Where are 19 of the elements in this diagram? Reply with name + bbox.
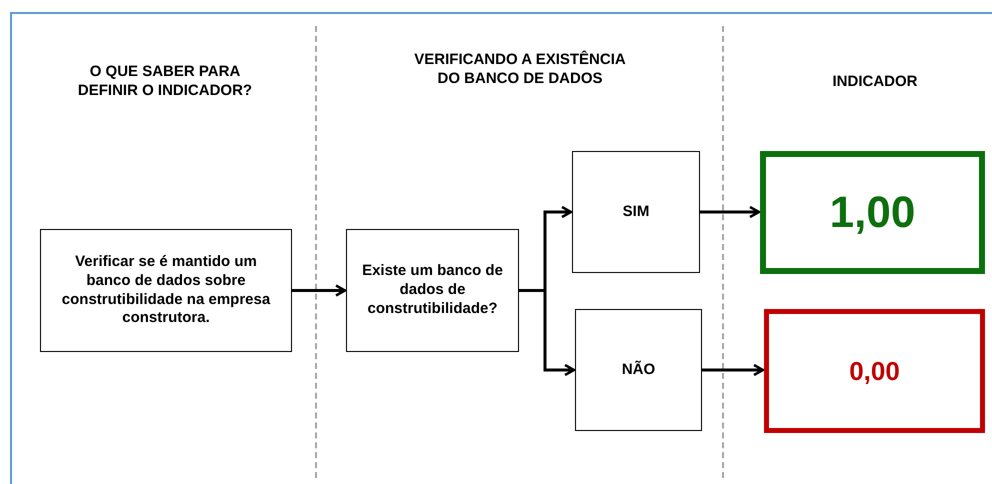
column-heading: VERIFICANDO A EXISTÊNCIA DO BANCO DE DADOS	[413, 50, 627, 88]
column-heading: O QUE SABER PARA DEFINIR O INDICADOR?	[76, 62, 254, 100]
node-text: Verificar se é mantido um banco de dados sobre construtibilidade na empresa construtora.	[60, 253, 272, 328]
node-text: 1,00	[830, 187, 916, 239]
node-text: NÃO	[622, 360, 656, 380]
result-box	[760, 151, 985, 274]
node-text: 0,00	[849, 354, 900, 388]
process-box	[40, 229, 292, 352]
node-text: Existe um banco de dados de construtibilidade?	[361, 262, 504, 319]
column-heading: INDICADOR	[832, 72, 918, 91]
decision-box	[346, 229, 519, 352]
answer-box	[575, 309, 702, 431]
arrow	[702, 364, 764, 376]
arrow	[700, 206, 760, 218]
arrow	[292, 284, 346, 297]
result-box	[764, 309, 985, 433]
node-text: SIM	[622, 202, 650, 222]
arrow	[519, 289, 576, 376]
answer-box	[572, 151, 700, 273]
